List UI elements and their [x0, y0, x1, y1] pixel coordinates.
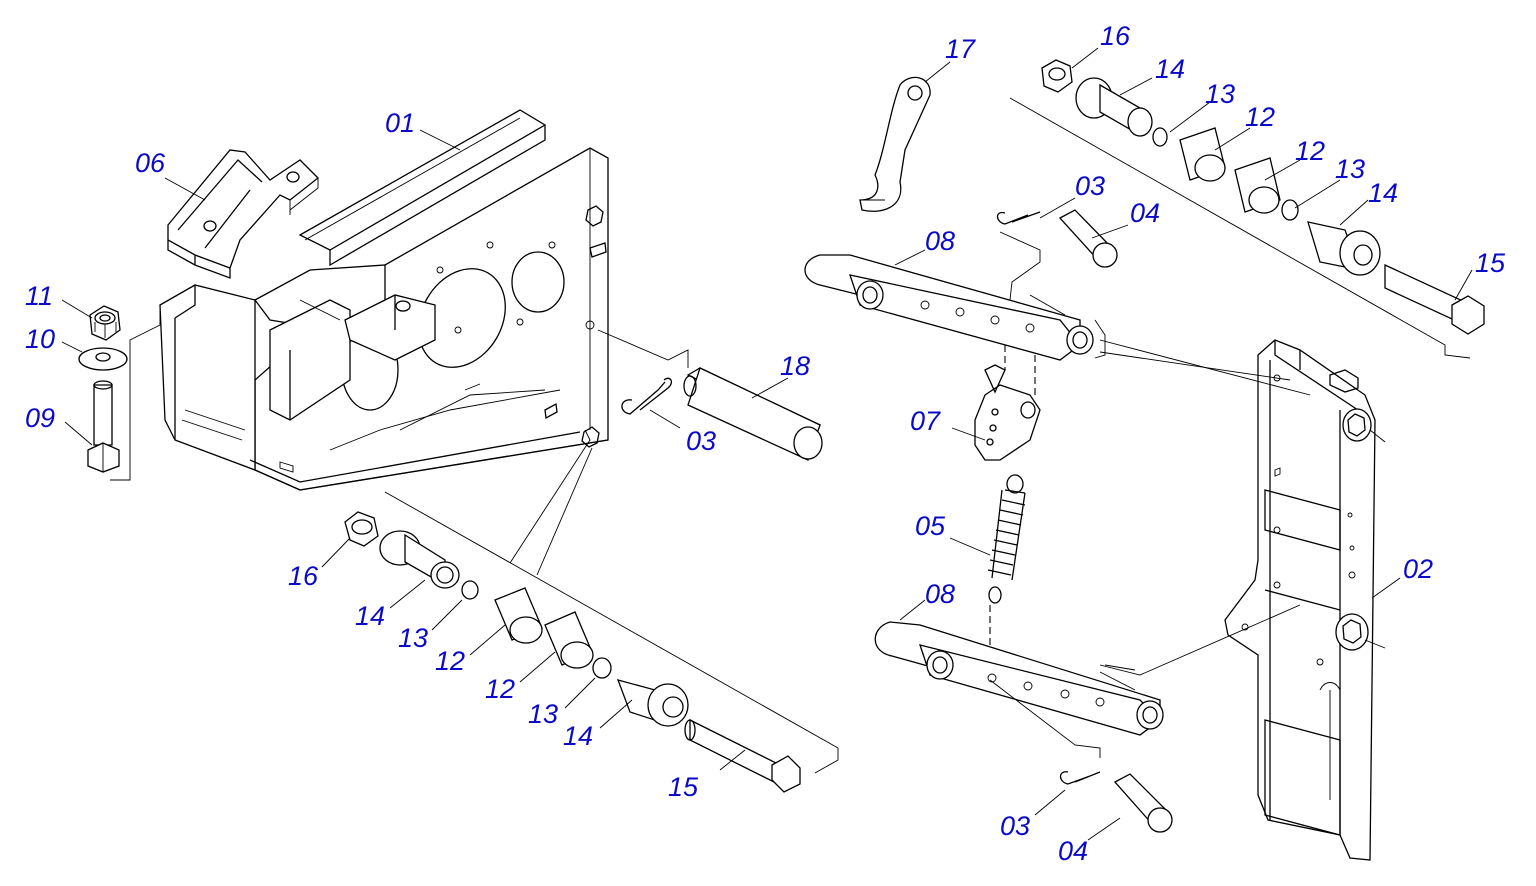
label-12-right-a: 12 — [1245, 102, 1275, 132]
label-14-right-a: 14 — [1155, 54, 1185, 84]
bolt-stack-left — [78, 305, 128, 473]
tension-spring-part — [987, 474, 1026, 650]
label-13-right-a: 13 — [1205, 79, 1235, 109]
label-08-lower: 08 — [925, 579, 955, 609]
label-01: 01 — [385, 108, 415, 138]
bracket-part — [167, 149, 319, 279]
label-10: 10 — [25, 324, 55, 354]
label-12-left-b: 12 — [485, 674, 515, 704]
label-06: 06 — [135, 148, 166, 178]
label-15-left: 15 — [668, 772, 699, 802]
label-14-right-b: 14 — [1368, 178, 1398, 208]
label-16-left: 16 — [288, 561, 319, 591]
pin-clip-left — [597, 329, 823, 461]
label-08-upper: 08 — [925, 226, 955, 256]
side-arm-part — [1099, 339, 1386, 861]
label-12-left-a: 12 — [435, 646, 465, 676]
label-04-right-top: 04 — [1130, 198, 1160, 228]
label-13-left-b: 13 — [528, 699, 558, 729]
leader-lines — [61, 47, 1473, 841]
link-bar-upper — [804, 254, 1106, 361]
label-15-right: 15 — [1475, 248, 1506, 278]
label-18: 18 — [780, 351, 810, 381]
pivot-stack-left — [344, 429, 839, 793]
label-02: 02 — [1403, 554, 1433, 584]
label-13-left-a: 13 — [398, 623, 428, 653]
label-03-right-top: 03 — [1075, 171, 1105, 201]
label-04-right-bottom: 04 — [1058, 836, 1088, 866]
label-13-right-b: 13 — [1335, 154, 1365, 184]
pivot-stack-right — [1009, 59, 1485, 359]
label-14-left-b: 14 — [563, 721, 593, 751]
label-14-left-a: 14 — [355, 601, 385, 631]
main-frame-part — [110, 109, 609, 491]
label-07: 07 — [910, 406, 941, 436]
label-03-right-bottom: 03 — [1000, 811, 1030, 841]
label-17: 17 — [945, 34, 976, 64]
part-labels: 01 06 11 10 09 16 14 13 12 12 13 14 15 0… — [25, 21, 1506, 866]
link-bar-lower — [874, 621, 1164, 736]
label-11: 11 — [25, 281, 53, 311]
label-09: 09 — [25, 403, 55, 433]
label-12-right-b: 12 — [1295, 136, 1325, 166]
pin-clip-right-top — [996, 209, 1118, 301]
label-05: 05 — [915, 511, 946, 541]
lever-plate-part — [974, 345, 1041, 461]
hook-link-part — [859, 76, 931, 212]
label-03-left: 03 — [686, 426, 716, 456]
label-16-right: 16 — [1100, 21, 1131, 51]
pin-clip-right-bottom — [989, 679, 1173, 833]
